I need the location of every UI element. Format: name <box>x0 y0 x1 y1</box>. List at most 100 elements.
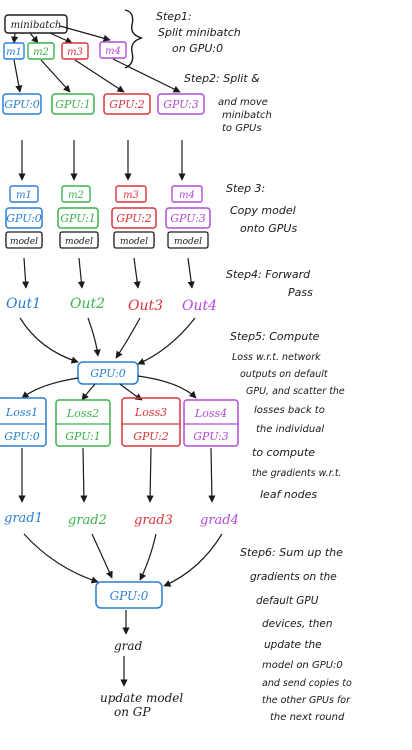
final-grad-label: grad <box>114 639 143 653</box>
loss2-gpu-label: GPU:1 <box>65 430 101 443</box>
step6-line5: update the <box>264 639 322 651</box>
move-arrows <box>13 58 181 93</box>
stack3-m-label: m4 <box>179 190 195 201</box>
split-m3-label: m3 <box>67 47 83 58</box>
stack2-model-label: model <box>120 237 148 247</box>
gather-arrows <box>19 317 196 365</box>
loss4-label: Loss4 <box>194 407 227 420</box>
step4-line1: Step4: Forward <box>226 268 311 281</box>
step6-line9: the next round <box>270 712 345 723</box>
loss3-gpu-label: GPU:2 <box>133 430 169 443</box>
gpu0-box-row1: GPU:0 <box>2 93 42 115</box>
split-m1: m1 <box>3 42 25 60</box>
split-m3: m3 <box>61 42 89 60</box>
stack2-m-label: m3 <box>123 190 139 201</box>
stack3-gpu-label: GPU:3 <box>170 212 206 225</box>
stack-1: m2 GPU:1 model <box>57 185 99 249</box>
out3-label: Out3 <box>128 298 163 314</box>
final-gpu-label: GPU:0 <box>110 589 149 603</box>
step3-annotation: Step 3: Copy model onto GPUs <box>226 182 297 235</box>
stack-3: m4 GPU:3 model <box>165 185 211 249</box>
stack1-model-label: model <box>65 237 93 247</box>
step6-line6: model on GPU:0 <box>262 660 343 671</box>
step6-line8: the other GPUs for <box>262 695 351 706</box>
out2-label: Out2 <box>70 296 105 312</box>
gpu3-label-row1: GPU:3 <box>163 98 199 111</box>
step1-line3: on GPU:0 <box>172 42 223 55</box>
step2-line3: minibatch <box>222 110 272 121</box>
grad4-label: grad4 <box>200 513 239 528</box>
split-m2: m2 <box>27 42 55 60</box>
split-m4-label: m4 <box>105 46 121 57</box>
step5-line1: Step5: Compute <box>230 330 320 343</box>
step5-line7: to compute <box>252 446 315 459</box>
step4-line2: Pass <box>288 286 313 299</box>
stack-2: m3 GPU:2 model <box>111 185 157 249</box>
step4-annotation: Step4: Forward Pass <box>226 268 313 299</box>
gpu2-box-row1: GPU:2 <box>103 93 151 115</box>
step2-line1: Step2: Split & <box>184 72 260 85</box>
step1-line1: Step1: <box>156 10 192 23</box>
default-gpu-box: GPU:0 <box>77 361 139 385</box>
step5-line6: the individual <box>256 424 324 435</box>
loss2-label: Loss2 <box>66 407 99 420</box>
gpu3-box-row1: GPU:3 <box>157 93 205 115</box>
out4-label: Out4 <box>182 298 217 314</box>
stack1-m-label: m2 <box>68 190 84 201</box>
final-action-line1: update model <box>100 691 183 705</box>
step3-line3: onto GPUs <box>240 222 297 235</box>
stack-0: m1 GPU:0 model <box>5 185 43 249</box>
loss1-label: Loss1 <box>5 406 38 419</box>
copy-arrows <box>18 140 186 181</box>
step2-annotation: Step2: Split & and move minibatch to GPU… <box>184 72 272 134</box>
step5-line3: outputs on default <box>240 369 329 380</box>
stack0-gpu-label: GPU:0 <box>6 212 42 225</box>
stack3-model-label: model <box>174 237 202 247</box>
step6-line4: devices, then <box>262 618 333 630</box>
stack0-model-label: model <box>10 237 38 247</box>
split-arrows <box>11 25 111 44</box>
step1-brace <box>124 9 143 69</box>
stack1-gpu-label: GPU:1 <box>60 212 96 225</box>
step1-annotation: Step1: Split minibatch on GPU:0 <box>156 10 241 55</box>
grad1-label: grad1 <box>4 511 43 526</box>
loss1-box: Loss1 GPU:0 <box>0 397 47 447</box>
loss2-box: Loss2 GPU:1 <box>55 399 111 447</box>
step5-line4: GPU, and scatter the <box>246 386 345 397</box>
split-m1-label: m1 <box>6 47 22 58</box>
loss3-label: Loss3 <box>134 406 167 419</box>
final-action-line2: on GP <box>114 705 151 719</box>
split-m4: m4 <box>99 41 127 59</box>
loss3-box: Loss3 GPU:2 <box>121 397 181 447</box>
grad3-label: grad3 <box>134 513 173 528</box>
forward-arrows <box>21 257 195 289</box>
gpu1-label-row1: GPU:1 <box>55 98 91 111</box>
loss4-box: Loss4 GPU:3 <box>183 399 239 447</box>
step5-line8: the gradients w.r.t. <box>252 468 342 479</box>
step5-line2: Loss w.r.t. network <box>232 352 321 363</box>
loss4-gpu-label: GPU:3 <box>193 430 229 443</box>
grad2-label: grad2 <box>68 513 107 528</box>
loss1-gpu-label: GPU:0 <box>4 430 40 443</box>
step3-line1: Step 3: <box>226 182 265 195</box>
step5-line5: losses back to <box>254 405 325 416</box>
stack2-gpu-label: GPU:2 <box>116 212 152 225</box>
backward-arrows <box>18 447 216 503</box>
stack0-m-label: m1 <box>16 190 32 201</box>
default-gpu-label: GPU:0 <box>90 367 126 380</box>
step5-line9: leaf nodes <box>260 488 317 501</box>
step6-line3: default GPU <box>256 595 319 607</box>
step6-line2: gradients on the <box>250 571 337 583</box>
step2-line4: to GPUs <box>222 123 262 134</box>
final-gpu-box: GPU:0 <box>95 581 163 609</box>
out1-label: Out1 <box>6 296 41 312</box>
step6-line1: Step6: Sum up the <box>240 546 343 559</box>
split-m2-label: m2 <box>33 47 49 58</box>
step6-annotation: Step6: Sum up the gradients on the defau… <box>240 546 352 723</box>
step6-line7: and send copies to <box>262 678 352 689</box>
gpu0-label-row1: GPU:0 <box>4 98 40 111</box>
step1-line2: Split minibatch <box>158 26 241 39</box>
step5-annotation: Step5: Compute Loss w.r.t. network outpu… <box>230 330 345 501</box>
step2-line2: and move <box>218 97 268 108</box>
